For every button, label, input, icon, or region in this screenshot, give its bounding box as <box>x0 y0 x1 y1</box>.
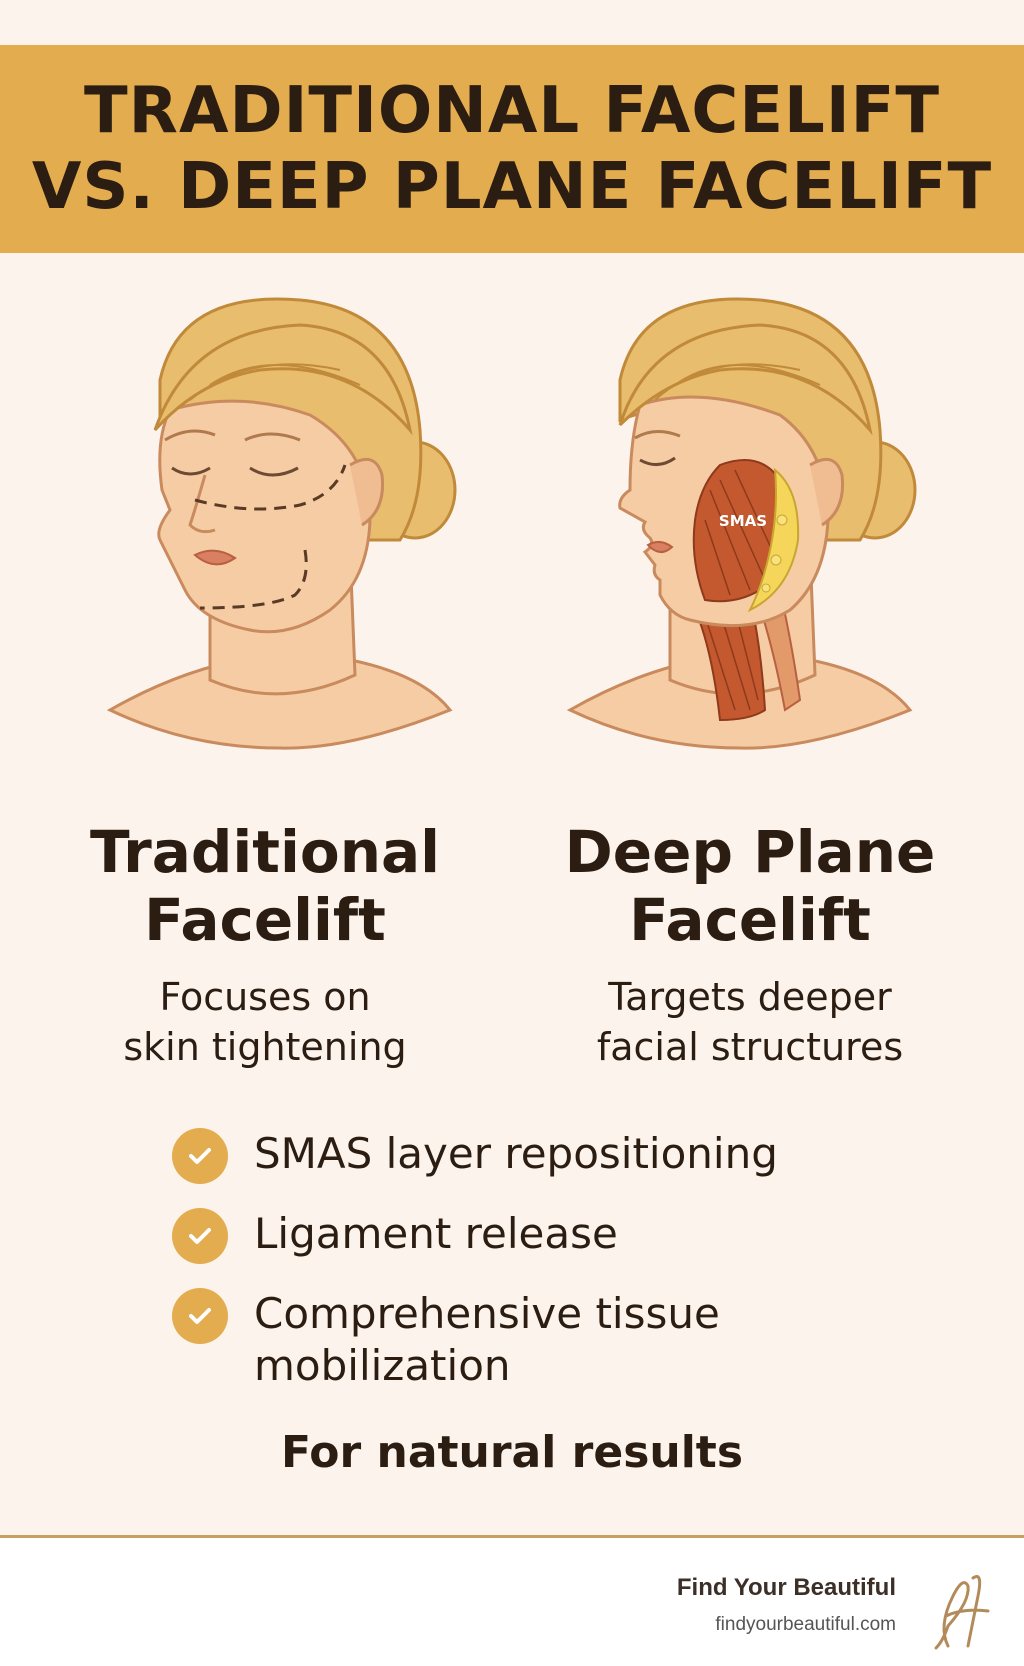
check-icon <box>172 1128 228 1184</box>
list-item: Ligament release <box>172 1208 972 1264</box>
footer <box>0 1538 1024 1666</box>
title-line-1: TRADITIONAL FACELIFT <box>84 74 940 148</box>
traditional-facelift-illustration <box>100 290 460 750</box>
list-item: SMAS layer repositioning <box>172 1128 972 1184</box>
footer-divider <box>0 1535 1024 1538</box>
deep-plane-facelift-illustration: SMAS <box>560 290 920 750</box>
traditional-title: Traditional Facelift <box>89 818 441 954</box>
deep-plane-title: Deep Plane Facelift <box>564 818 936 954</box>
title-banner: TRADITIONAL FACELIFT VS. DEEP PLANE FACE… <box>0 45 1024 253</box>
check-icon <box>172 1208 228 1264</box>
deep-plane-description: Targets deeper facial structures <box>596 975 904 1069</box>
closing-statement: For natural results <box>280 1427 744 1478</box>
check-icon <box>172 1288 228 1344</box>
brand-name: Find Your Beautiful <box>676 1574 896 1601</box>
traditional-description: Focuses on skin tightening <box>123 975 407 1069</box>
title-line-2: VS. DEEP PLANE FACELIFT <box>31 150 993 224</box>
brand-logo-icon <box>918 1566 1008 1662</box>
smas-label: SMAS <box>719 512 767 530</box>
brand-url: findyourbeautiful.com <box>715 1614 896 1635</box>
benefits-list: SMAS layer repositioning Ligament releas… <box>172 1128 972 1416</box>
list-item: Comprehensive tissue mobilization <box>172 1288 972 1392</box>
